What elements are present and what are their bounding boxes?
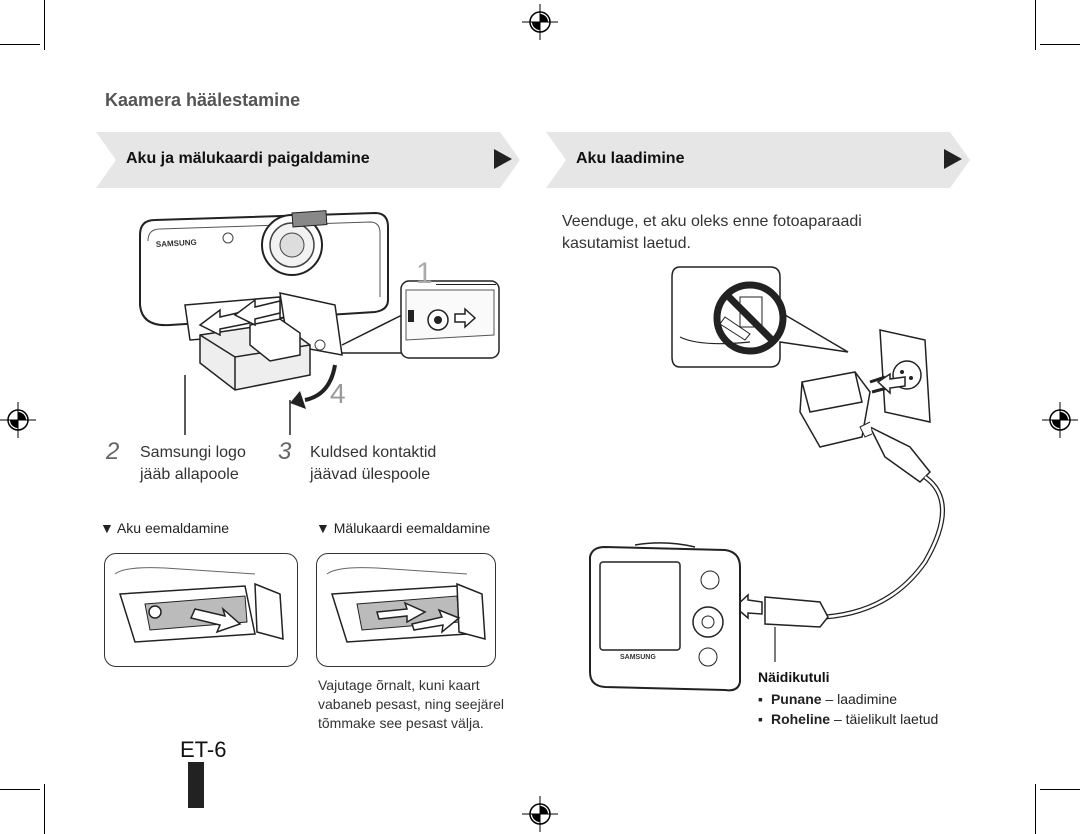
- card-note-line2: vabaneb pesast, ning seejärel: [318, 696, 505, 712]
- crop-mark: [44, 0, 45, 50]
- camera-brand-text: SAMSUNG: [156, 238, 197, 249]
- registration-mark-icon: [522, 4, 558, 40]
- indicator-meaning: laadimine: [837, 691, 898, 707]
- crop-mark: [1035, 784, 1036, 834]
- crop-mark: [1040, 789, 1080, 790]
- page-title: Kaamera häälestamine: [105, 90, 301, 110]
- remove-card-panel: [316, 553, 496, 667]
- crop-mark: [44, 784, 45, 834]
- step-number-1: 1: [416, 257, 433, 290]
- charging-intro-line2: kasutamist laetud.: [562, 235, 691, 252]
- step-number-2: 2: [106, 438, 120, 465]
- indicator-item-red: ▪ Punane – laadimine: [758, 689, 938, 709]
- indicator-item-green: ▪ Roheline – täielikult laetud: [758, 709, 938, 729]
- indicator-heading: Näidikutuli: [758, 669, 830, 685]
- play-arrow-icon: [494, 149, 512, 169]
- battery-insert-illustration: SAMSUNG: [139, 210, 403, 435]
- step2-line2: jääb allapoole: [140, 466, 239, 483]
- charging-intro-line1: Veenduge, et aku oleks enne fotoaparaadi: [562, 213, 862, 230]
- remove-card-illustration: [326, 567, 486, 643]
- remove-battery-panel: [104, 553, 298, 667]
- step-number-3: 3: [278, 438, 292, 465]
- step3-line2: jäävad ülespoole: [310, 466, 431, 483]
- play-arrow-icon: [944, 149, 962, 169]
- step2-line1: Samsungi logo: [140, 444, 246, 461]
- page-tab-bar: [188, 762, 204, 808]
- door-lock-inset: [400, 280, 500, 359]
- step3-text: Kuldsed kontaktid jäävad ülespoole: [310, 442, 436, 486]
- remove-battery-heading: ▼ Aku eemaldamine: [100, 520, 230, 536]
- wall-socket-icon: [879, 329, 931, 423]
- bullet-icon: ▪: [758, 711, 763, 727]
- banner-label: Aku laadimine: [576, 150, 685, 167]
- card-removal-note: Vajutage õrnalt, kuni kaart vabaneb pesa…: [318, 676, 504, 733]
- crop-mark: [1040, 44, 1080, 45]
- banner-label: Aku ja mälukaardi paigaldamine: [126, 150, 370, 167]
- indicator-sep: –: [821, 691, 838, 707]
- indicator-color: Punane: [770, 691, 822, 707]
- section-banner-battery-install: Aku ja mälukaardi paigaldamine: [96, 132, 520, 188]
- step-number-4: 4: [330, 378, 346, 409]
- no-plug-icon: [713, 281, 787, 355]
- page-number: ET-6: [180, 737, 227, 762]
- banner-shape: [546, 132, 970, 188]
- remove-battery-illustration: [114, 567, 284, 643]
- charging-intro: Veenduge, et aku oleks enne fotoaparaadi…: [562, 211, 862, 255]
- indicator-meaning: täielikult laetud: [845, 711, 939, 727]
- remove-card-heading: ▼ Mälukaardi eemaldamine: [316, 520, 491, 536]
- indicator-color: Roheline: [770, 711, 831, 727]
- registration-mark-icon: [522, 796, 558, 832]
- registration-mark-icon: [1042, 402, 1078, 438]
- crop-mark: [1035, 0, 1036, 50]
- step1-line: [436, 284, 496, 285]
- banner-shape: [96, 132, 520, 188]
- card-note-line3: tõmmake see pesast välja.: [318, 715, 484, 731]
- section-banner-charging: Aku laadimine: [546, 132, 970, 188]
- camera-brand-text: SAMSUNG: [620, 654, 656, 661]
- indicator-sep: –: [830, 711, 846, 727]
- indicator-list: ▪ Punane – laadimine ▪ Roheline – täieliku…: [758, 689, 938, 729]
- step3-line1: Kuldsed kontaktid: [310, 444, 437, 461]
- registration-mark-icon: [0, 402, 36, 438]
- card-note-line1: Vajutage õrnalt, kuni kaart: [318, 677, 480, 693]
- charging-illustration: SAMSUNG: [589, 266, 945, 692]
- crop-mark: [0, 789, 40, 790]
- step2-text: Samsungi logo jääb allapoole: [140, 442, 246, 486]
- bullet-icon: ▪: [758, 691, 763, 707]
- crop-mark: [0, 44, 40, 45]
